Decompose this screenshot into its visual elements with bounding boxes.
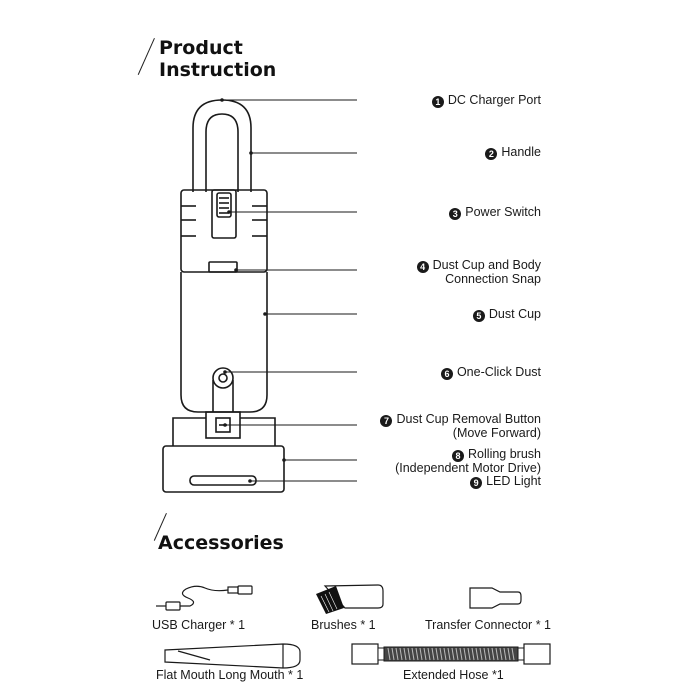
transfer-connector-icon xyxy=(469,587,522,609)
brush-head xyxy=(162,445,285,493)
led-light xyxy=(189,475,257,486)
usb-charger-icon xyxy=(156,585,253,611)
connection-snap xyxy=(208,261,238,273)
accessory-label-brushes: Brushes * 1 xyxy=(311,618,376,632)
accessory-label-transfer-connector: Transfer Connector * 1 xyxy=(425,618,551,632)
switch-housing xyxy=(211,189,237,239)
one-click-dust-button xyxy=(212,367,234,389)
extended-hose-icon xyxy=(351,643,551,665)
flat-mouth-nozzle-icon xyxy=(164,643,301,669)
dust-cup xyxy=(180,272,268,413)
accessory-label-extended-hose: Extended Hose *1 xyxy=(403,668,504,682)
brush-attachment-icon xyxy=(316,584,384,614)
accessory-label-flat-mouth: Flat Mouth Long Mouth * 1 xyxy=(156,668,304,682)
accessories-heading: Accessories xyxy=(158,532,284,554)
handle-inner-outline xyxy=(205,113,239,192)
accessory-label-usb-charger: USB Charger * 1 xyxy=(152,618,246,632)
brush-head-top xyxy=(172,417,206,446)
power-switch xyxy=(216,192,232,218)
product-instruction-heading: Product Instruction xyxy=(159,37,277,81)
